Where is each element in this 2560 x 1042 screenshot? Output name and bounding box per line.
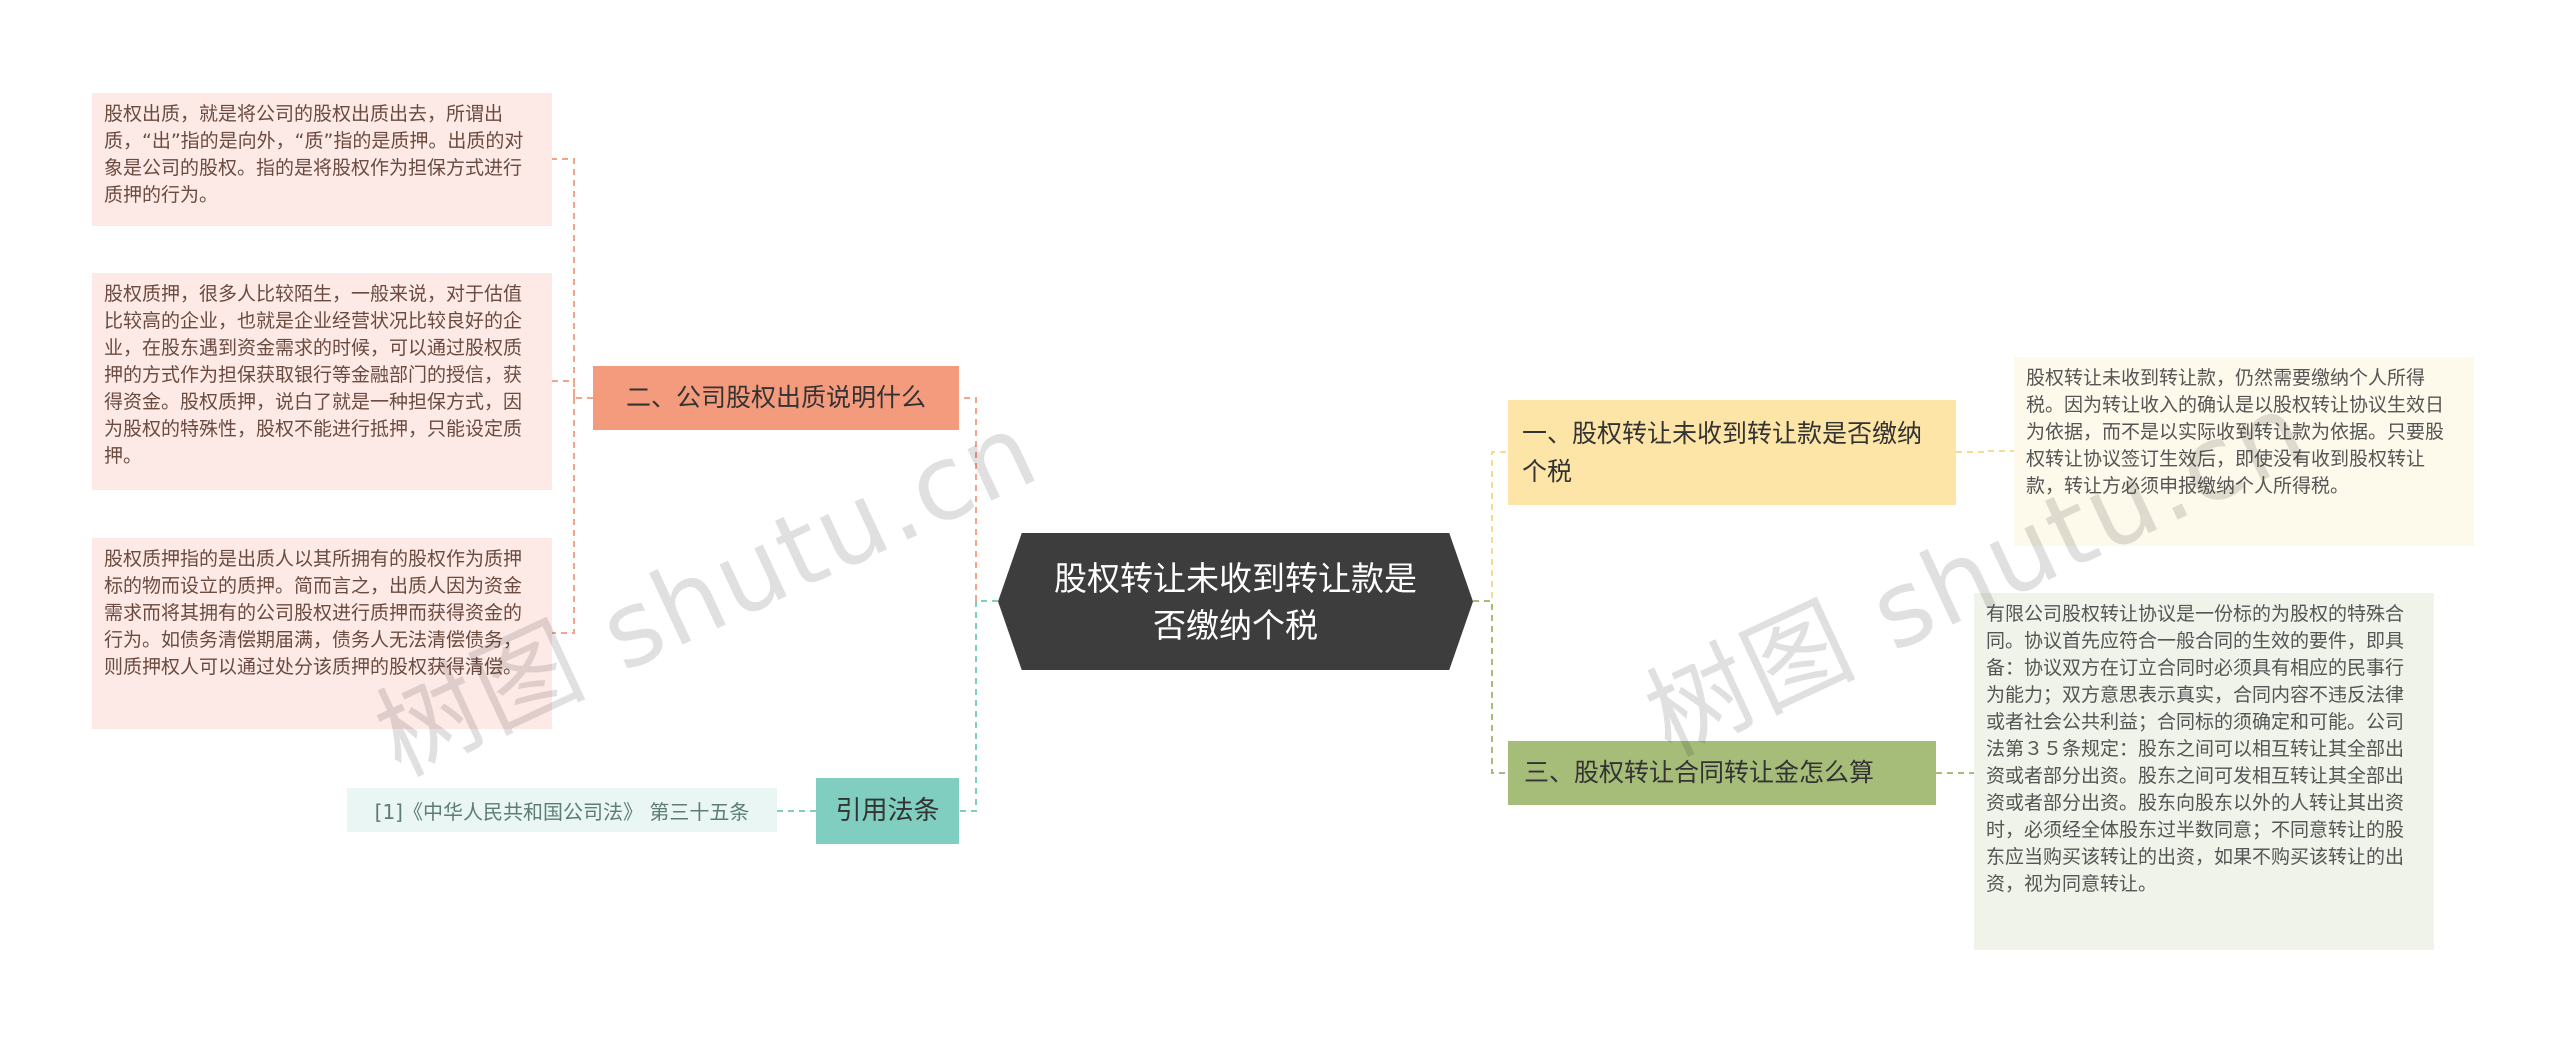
leaf-left-2-text: 股权质押，很多人比较陌生，一般来说，对于估值比较高的企业，也就是企业经营状况比较…: [104, 283, 523, 467]
leaf-right-1[interactable]: 股权转让未收到转让款，仍然需要缴纳个人所得税。因为转让收入的确认是以股权转让协议…: [2014, 357, 2474, 546]
leaf-left-1-text: 股权出质，就是将公司的股权出质出去，所谓出质，“出”指的是向外，“质”指的是质押…: [104, 103, 524, 206]
leaf-left-3-text: 股权质押指的是出质人以其所拥有的股权作为质押标的物而设立的质押。简而言之，出质人…: [104, 548, 523, 678]
leaf-right-1-text: 股权转让未收到转让款，仍然需要缴纳个人所得税。因为转让收入的确认是以股权转让协议…: [2026, 367, 2445, 497]
center-topic[interactable]: 股权转让未收到转让款是否缴纳个税: [998, 533, 1473, 670]
branch-right-3-label: 三、股权转让合同转让金怎么算: [1524, 758, 1875, 787]
leaf-law-text: [1]《中华人民共和国公司法》 第三十五条: [374, 799, 750, 824]
branch-right-3[interactable]: 三、股权转让合同转让金怎么算: [1508, 741, 1936, 805]
branch-law-label: 引用法条: [835, 796, 940, 826]
link-left-leaves: [552, 158, 593, 634]
branch-law[interactable]: 引用法条: [816, 778, 959, 844]
link-center-left: [959, 397, 998, 602]
center-topic-label: 股权转让未收到转让款是否缴纳个税: [1054, 558, 1417, 645]
link-center-right1: [1473, 451, 1508, 602]
branch-right-1-label: 一、股权转让未收到转让款是否缴纳个税: [1522, 418, 1923, 486]
leaf-law[interactable]: [1]《中华人民共和国公司法》 第三十五条: [347, 788, 777, 832]
branch-left-label: 二、公司股权出质说明什么: [625, 383, 926, 412]
leaf-right-3-text: 有限公司股权转让协议是一份标的为股权的特殊合同。协议首先应符合一般合同的生效的要…: [1986, 603, 2405, 895]
leaf-left-2[interactable]: 股权质押，很多人比较陌生，一般来说，对于估值比较高的企业，也就是企业经营状况比较…: [92, 273, 552, 490]
branch-right-1[interactable]: 一、股权转让未收到转让款是否缴纳个税: [1508, 400, 1956, 505]
leaf-left-3[interactable]: 股权质押指的是出质人以其所拥有的股权作为质押标的物而设立的质押。简而言之，出质人…: [92, 538, 552, 729]
leaf-left-1[interactable]: 股权出质，就是将公司的股权出质出去，所谓出质，“出”指的是向外，“质”指的是质押…: [92, 93, 552, 226]
link-center-right3: [1473, 600, 1508, 774]
leaf-right-3[interactable]: 有限公司股权转让协议是一份标的为股权的特殊合同。协议首先应符合一般合同的生效的要…: [1974, 593, 2434, 950]
branch-left[interactable]: 二、公司股权出质说明什么: [593, 366, 959, 430]
link-center-law: [959, 600, 998, 812]
link-right1-leaf: [1956, 450, 2014, 453]
